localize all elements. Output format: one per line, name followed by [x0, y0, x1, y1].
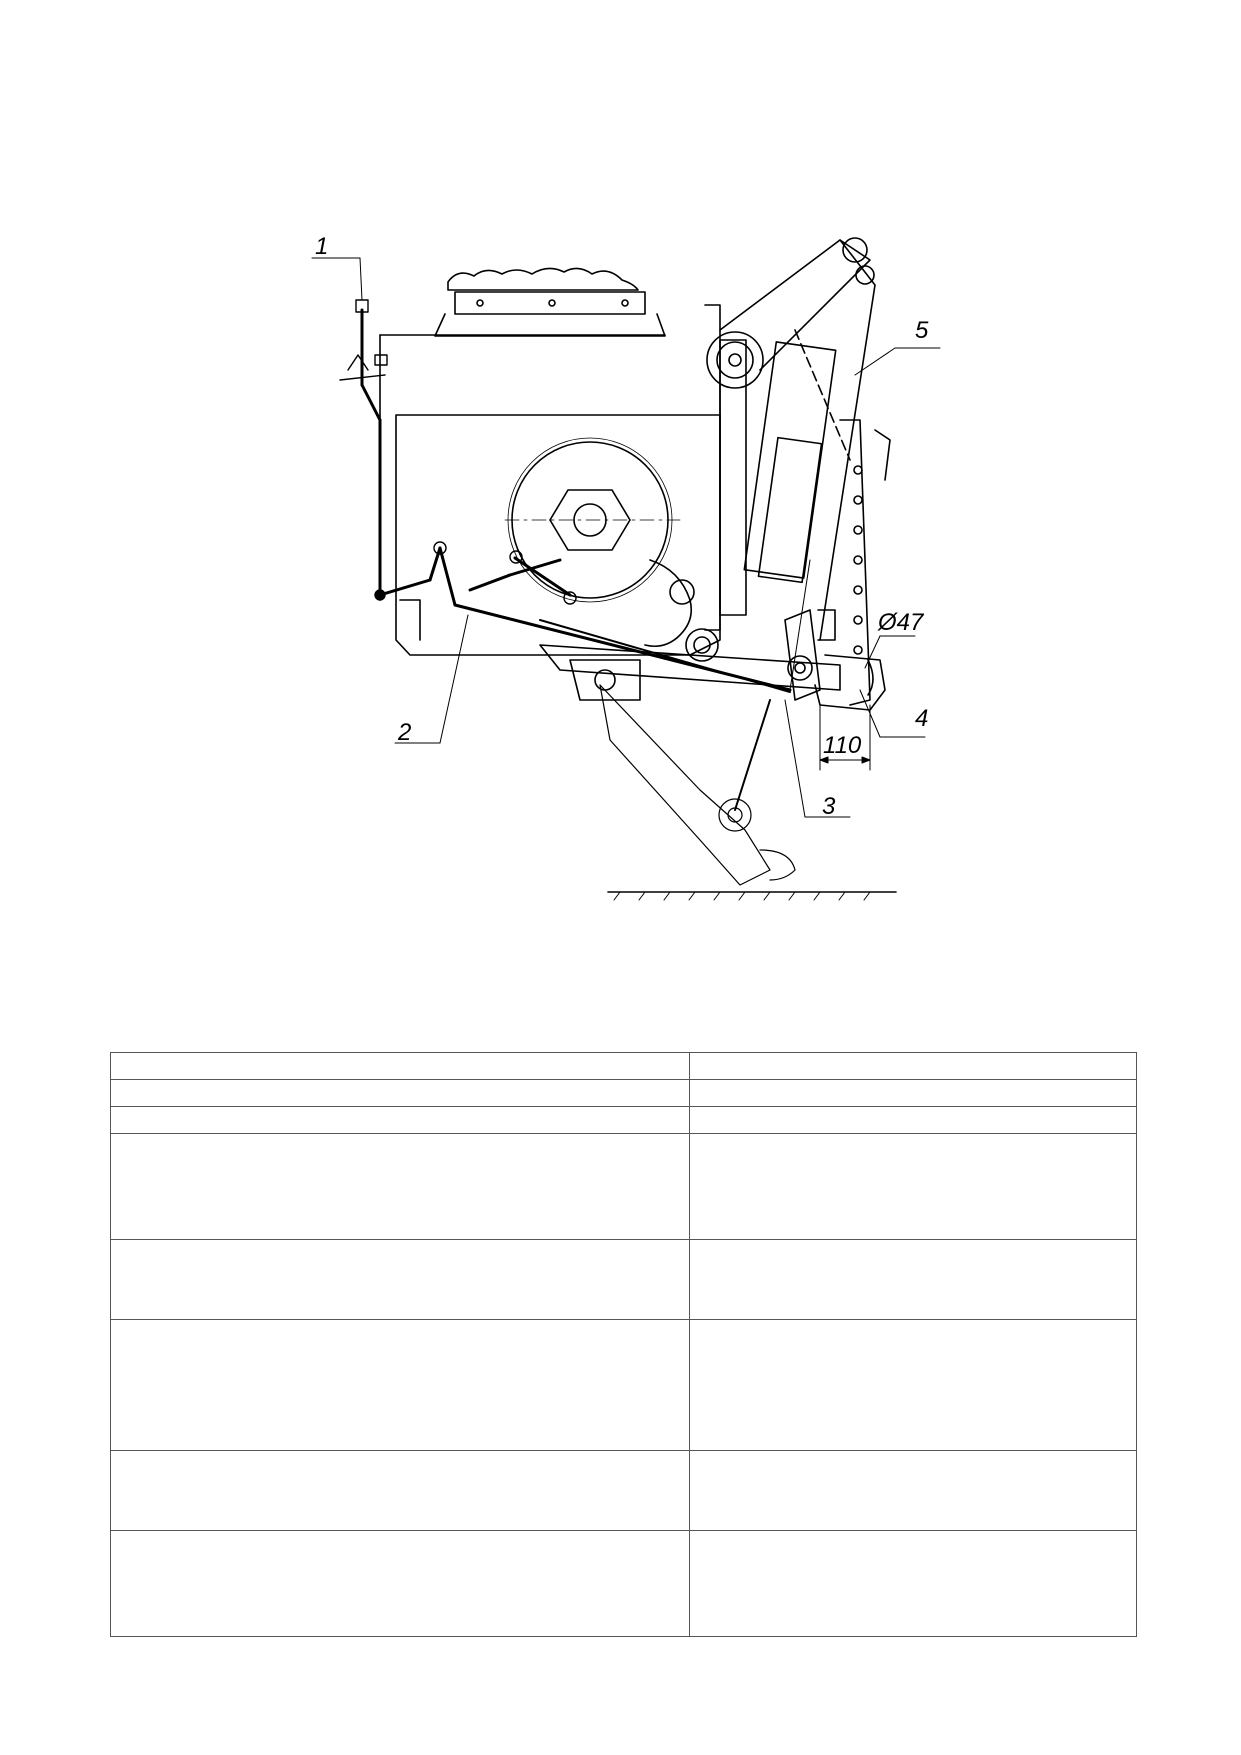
table-cell-value	[689, 1079, 1137, 1107]
table-cell-param	[110, 1450, 690, 1531]
callout-5: 5	[915, 317, 929, 344]
table-cell-value	[689, 1239, 1137, 1320]
table-cell-param	[110, 1239, 690, 1320]
callout-1: 1	[315, 233, 328, 260]
callout-4: 4	[915, 705, 928, 732]
table-row	[110, 1052, 1137, 1080]
control-rod	[360, 308, 432, 597]
dimension-110	[819, 704, 871, 771]
table-cell-value	[689, 1530, 1137, 1637]
specification-table	[110, 1052, 1137, 1637]
dimension-length-label: 110	[823, 732, 862, 759]
mechanism-drawing: 1 2 3 4 5 Ø47 110	[311, 233, 941, 901]
callout-leaders	[311, 257, 941, 818]
diagonal-rod	[539, 619, 791, 811]
upper-body-section	[379, 267, 666, 601]
table-cell-value	[689, 1319, 1137, 1451]
table-row	[110, 1106, 1137, 1134]
ground-line	[607, 891, 897, 901]
dimension-diameter-label: Ø47	[877, 609, 925, 636]
table-cell-value	[689, 1106, 1137, 1134]
lower-frame	[539, 644, 841, 701]
gearbox-housing	[395, 414, 721, 662]
table-cell-value	[689, 1052, 1137, 1080]
table-row	[110, 1133, 1137, 1240]
table-cell-value	[689, 1133, 1137, 1240]
callout-3: 3	[822, 793, 836, 820]
boom-assembly	[704, 237, 891, 711]
table-cell-param	[110, 1319, 690, 1451]
table-cell-param	[110, 1133, 690, 1240]
table-row	[110, 1530, 1137, 1637]
table-row	[110, 1450, 1137, 1531]
callout-2: 2	[397, 719, 411, 746]
table-cell-param	[110, 1079, 690, 1107]
table-cell-param	[110, 1106, 690, 1134]
table-row	[110, 1079, 1137, 1107]
lower-arm	[599, 684, 796, 886]
table-cell-param	[110, 1052, 690, 1080]
table-cell-value	[689, 1450, 1137, 1531]
table-cell-param	[110, 1530, 690, 1637]
table-row	[110, 1239, 1137, 1320]
crank-linkage	[428, 546, 792, 692]
table-row	[110, 1319, 1137, 1451]
